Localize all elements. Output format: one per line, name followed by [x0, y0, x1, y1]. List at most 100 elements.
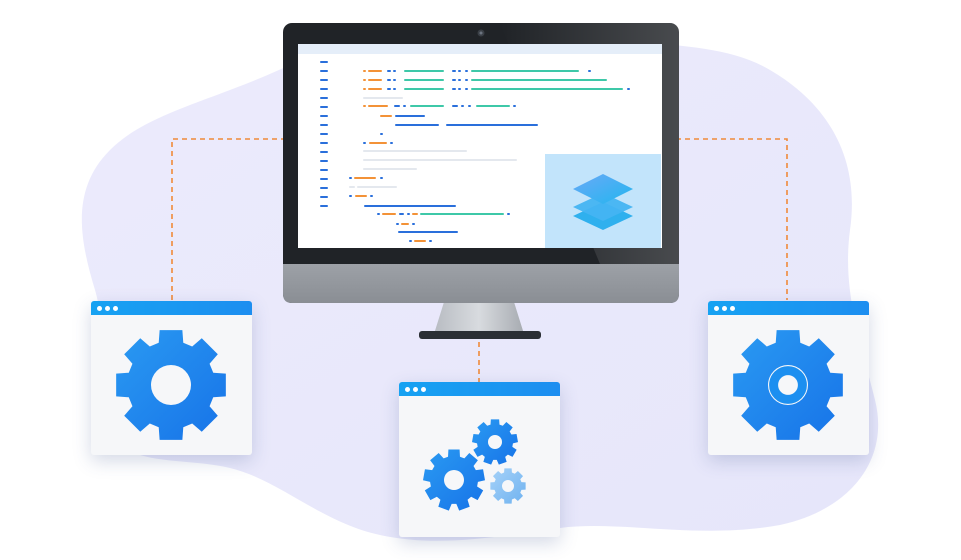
- window-dot: [722, 305, 727, 311]
- window-dot: [113, 305, 118, 311]
- window-dot: [413, 386, 418, 392]
- code-segment: [380, 177, 383, 179]
- window-title-bar: [399, 382, 560, 396]
- code-segment: [452, 88, 456, 90]
- code-segment: [471, 79, 607, 81]
- window-dot: [97, 305, 102, 311]
- code-segment: [320, 196, 328, 198]
- window-dot: [105, 305, 110, 311]
- code-segment: [369, 142, 387, 144]
- code-segment: [393, 70, 396, 72]
- multiple-gears-icon: [423, 419, 526, 511]
- window-dot: [421, 386, 426, 392]
- code-segment: [414, 240, 426, 242]
- code-segment: [465, 88, 468, 90]
- gear-icon-small: [490, 468, 526, 504]
- code-segment: [363, 97, 403, 99]
- code-segment: [452, 105, 458, 107]
- code-segment: [507, 213, 510, 215]
- code-segment: [404, 79, 444, 81]
- window-title-bar: [91, 301, 252, 315]
- code-segment: [320, 106, 328, 108]
- code-segment: [320, 61, 328, 63]
- code-segment: [513, 105, 516, 107]
- code-segment: [363, 79, 366, 81]
- code-segment: [393, 88, 396, 90]
- left-settings-window: [91, 301, 252, 455]
- code-segment: [368, 88, 382, 90]
- code-segment: [363, 142, 366, 144]
- code-segment: [354, 177, 376, 179]
- gear-body: [472, 419, 518, 465]
- code-segment: [404, 70, 444, 72]
- gear-body: [116, 330, 226, 440]
- code-segment: [410, 105, 444, 107]
- code-segment: [429, 240, 432, 242]
- code-segment: [390, 142, 393, 144]
- code-segment: [320, 115, 328, 117]
- gear-body: [490, 468, 526, 504]
- gear-icon: [116, 330, 226, 440]
- code-segment: [409, 240, 412, 242]
- gear-body: [423, 449, 485, 511]
- code-segment: [320, 133, 328, 135]
- code-segment: [355, 195, 367, 197]
- code-segment: [403, 105, 406, 107]
- code-segment: [363, 150, 467, 152]
- code-segment: [627, 88, 630, 90]
- code-segment: [412, 223, 415, 225]
- code-segment: [380, 133, 383, 135]
- code-segment: [357, 186, 397, 188]
- code-segment: [320, 187, 328, 189]
- code-segment: [387, 79, 391, 81]
- gear-body: [733, 330, 843, 440]
- code-segment: [320, 169, 328, 171]
- code-segment: [320, 97, 328, 99]
- code-segment: [452, 70, 456, 72]
- code-segment: [458, 79, 461, 81]
- code-segment: [588, 70, 591, 72]
- code-segment: [471, 70, 579, 72]
- code-segment: [446, 124, 538, 126]
- code-segment: [398, 231, 458, 233]
- code-segment: [465, 79, 468, 81]
- code-segment: [320, 205, 328, 207]
- code-segment: [382, 213, 396, 215]
- code-segment: [387, 70, 391, 72]
- code-segment: [471, 88, 623, 90]
- connector-right: [676, 138, 788, 300]
- code-segment: [320, 70, 328, 72]
- gear-icon-medium: [472, 419, 518, 465]
- code-segment: [458, 70, 461, 72]
- code-segment: [412, 213, 418, 215]
- code-segment: [320, 88, 328, 90]
- code-segment: [461, 105, 464, 107]
- code-segment: [399, 213, 404, 215]
- gear-inner-ring: [769, 366, 807, 404]
- code-segment: [363, 105, 366, 107]
- window-title-bar: [708, 301, 869, 315]
- code-segment: [396, 223, 399, 225]
- code-segment: [395, 115, 425, 117]
- code-segment: [368, 105, 388, 107]
- code-segment: [468, 105, 471, 107]
- code-segment: [377, 213, 380, 215]
- code-segment: [370, 195, 373, 197]
- code-segment: [363, 168, 417, 170]
- code-segment: [380, 115, 392, 117]
- code-segment: [395, 124, 439, 126]
- connector-left: [171, 138, 285, 300]
- code-segment: [320, 160, 328, 162]
- gear-icon: [733, 330, 843, 440]
- gear-icon-large: [423, 449, 485, 511]
- code-segment: [476, 105, 510, 107]
- code-segment: [364, 205, 456, 207]
- code-segment: [465, 70, 468, 72]
- right-settings-window: [708, 301, 869, 455]
- center-settings-window: [399, 382, 560, 537]
- code-segment: [452, 79, 456, 81]
- code-segment: [420, 213, 504, 215]
